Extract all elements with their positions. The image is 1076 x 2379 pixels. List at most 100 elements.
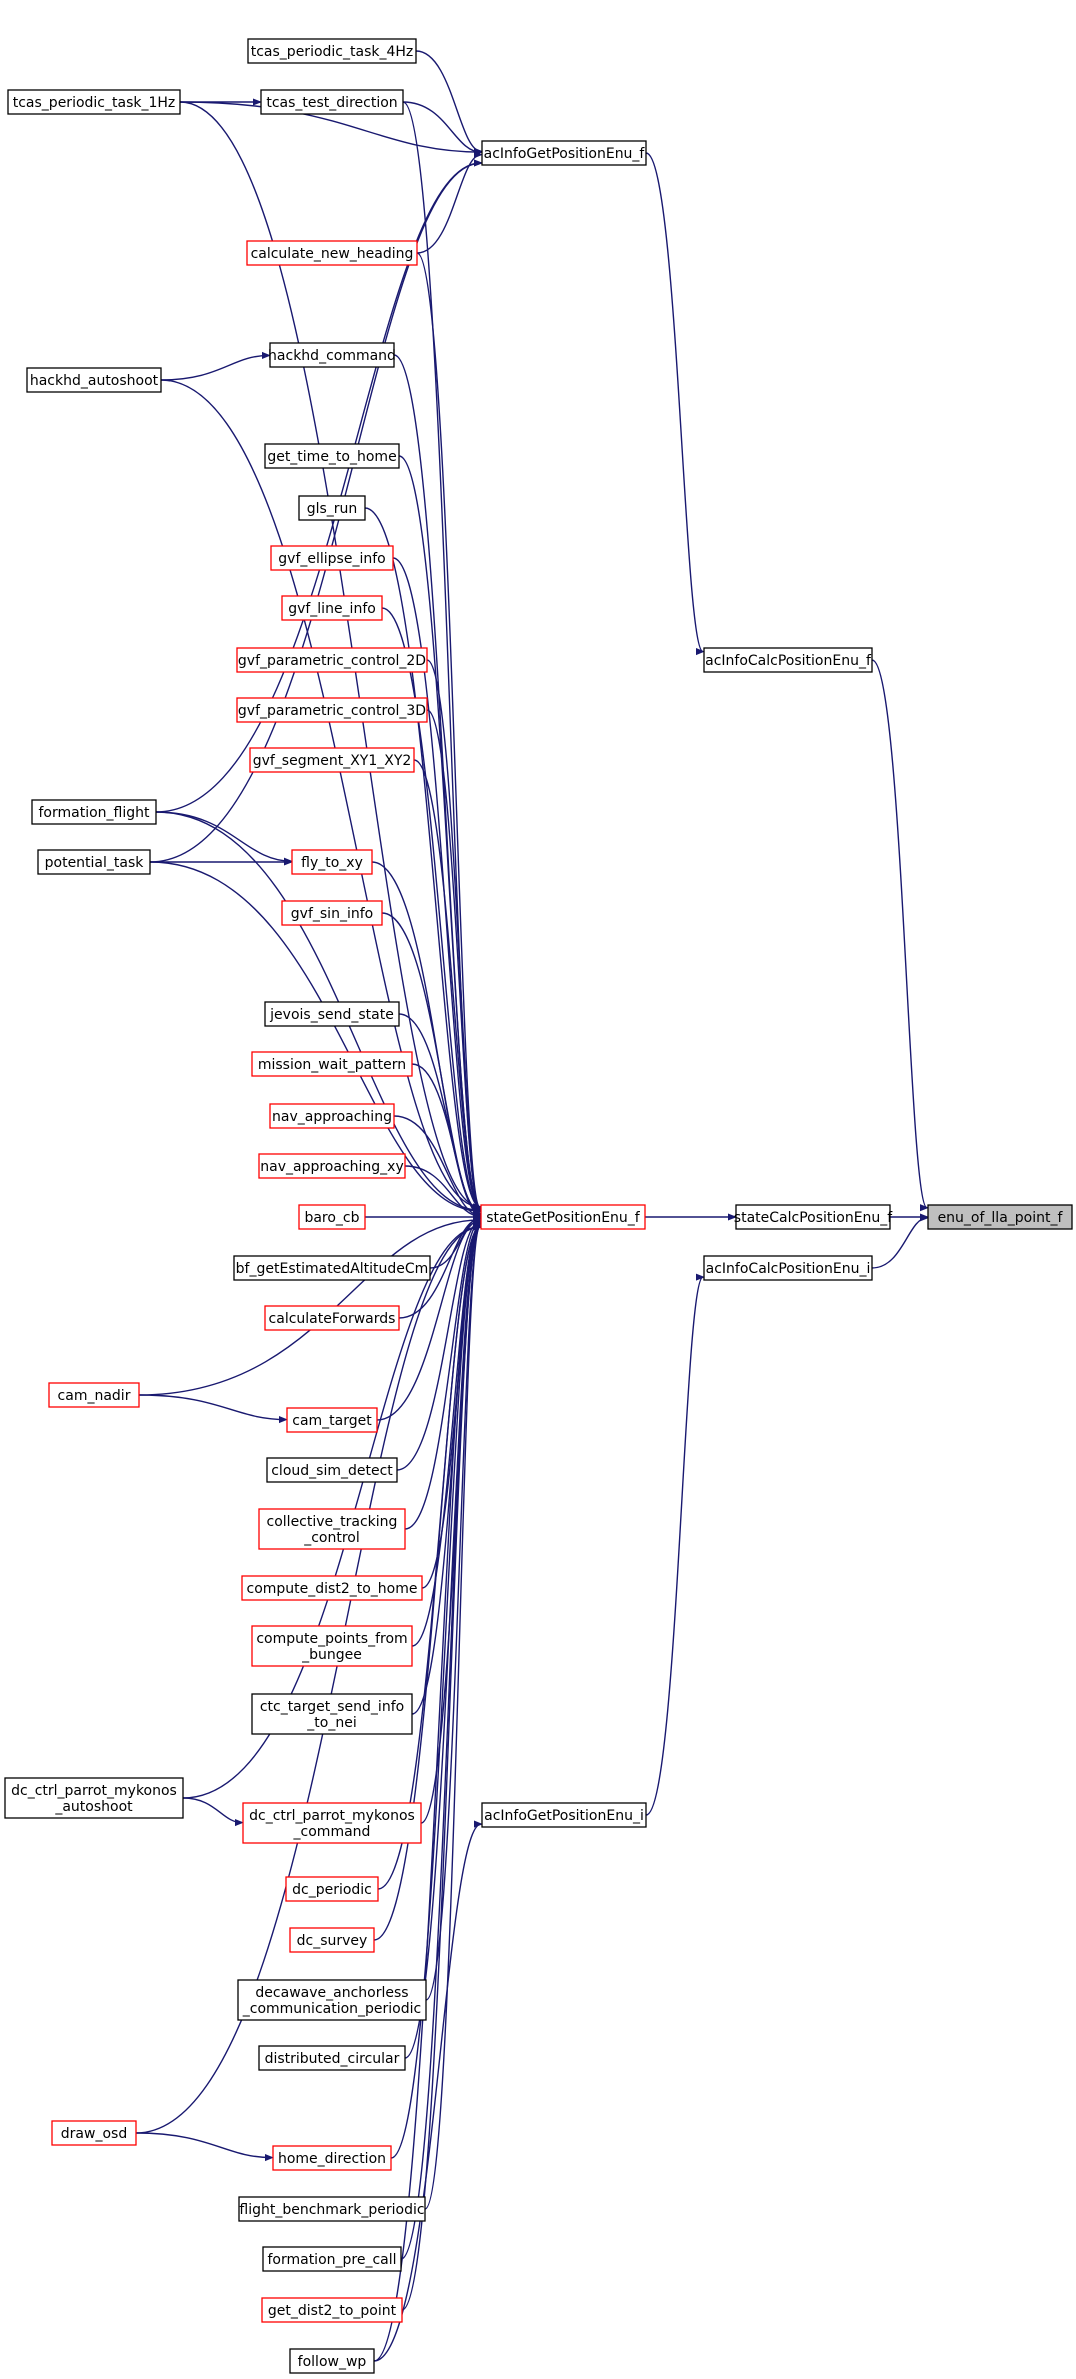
node-box	[31, 799, 157, 825]
node-label: home_direction	[278, 2151, 386, 2167]
node-label: jevois_send_state	[269, 1007, 394, 1023]
node-label: flight_benchmark_periodic	[239, 2202, 424, 2218]
node-label: compute_dist2_to_home	[247, 1581, 418, 1597]
node-gvf-parametric-control-2D[interactable]: gvf_parametric_control_2D	[236, 647, 428, 673]
node-calculateForwards[interactable]: calculateForwards	[264, 1305, 400, 1331]
edge-collective_tracking_control-to-stateGetPositionEnu_f	[404, 1222, 480, 1530]
node-box	[4, 1777, 184, 1819]
node-nav-approaching-xy[interactable]: nav_approaching_xy	[258, 1153, 406, 1179]
node-draw-osd[interactable]: draw_osd	[51, 2120, 137, 2146]
node-fly-to-xy[interactable]: fly_to_xy	[291, 849, 373, 875]
node-label: formation_flight	[39, 805, 151, 821]
node-hackhd-autoshoot[interactable]: hackhd_autoshoot	[26, 367, 162, 393]
edge-acInfoGetPositionEnu_f-to-acInfoCalcPositionEnu_f	[645, 152, 703, 652]
node-hackhd-command[interactable]: hackhd_command	[268, 342, 396, 368]
node-dc-survey[interactable]: dc_survey	[289, 1927, 375, 1953]
node-label: _bungee	[301, 1647, 362, 1663]
node-label: gvf_parametric_control_3D	[238, 703, 426, 719]
node-bf-getEstimatedAltitudeCm[interactable]: bf_getEstimatedAltitudeCm	[233, 1255, 431, 1281]
node-label: fly_to_xy	[301, 855, 363, 871]
node-label: _to_nei	[306, 1715, 356, 1731]
node-box	[289, 2348, 375, 2374]
edge-get_dist2_to_point-to-stateGetPositionEnu_f	[401, 1227, 480, 2311]
node-nav-approaching[interactable]: nav_approaching	[269, 1103, 395, 1129]
node-label: cam_nadir	[58, 1388, 131, 1404]
node-collective-tracking-control[interactable]: collective_tracking_control	[258, 1508, 406, 1550]
node-gvf-segment-XY1-XY2[interactable]: gvf_segment_XY1_XY2	[249, 747, 415, 773]
node-tcas-periodic-task-1Hz[interactable]: tcas_periodic_task_1Hz	[7, 89, 181, 115]
node-box	[242, 1802, 422, 1844]
node-distributed-circular[interactable]: distributed_circular	[258, 2045, 406, 2071]
node-calculate-new-heading[interactable]: calculate_new_heading	[246, 240, 418, 266]
edge-mission_wait_pattern-to-stateGetPositionEnu_f	[411, 1063, 480, 1214]
node-potential-task[interactable]: potential_task	[37, 849, 151, 875]
node-acInfoGetPositionEnu-i[interactable]: acInfoGetPositionEnu_i	[481, 1802, 647, 1828]
node-acInfoCalcPositionEnu-f[interactable]: acInfoCalcPositionEnu_f	[703, 647, 873, 673]
node-gvf-line-info[interactable]: gvf_line_info	[281, 595, 383, 621]
node-label: hackhd_command	[268, 348, 396, 364]
node-label: gvf_line_info	[288, 601, 376, 617]
node-mission-wait-pattern[interactable]: mission_wait_pattern	[251, 1051, 413, 1077]
edge-gvf_segment_XY1_XY2-to-stateGetPositionEnu_f	[413, 759, 480, 1209]
node-label: bf_getEstimatedAltitudeCm	[236, 1261, 429, 1277]
node-enu-of-lla-point-f[interactable]: enu_of_lla_point_f	[927, 1204, 1073, 1230]
node-gvf-ellipse-info[interactable]: gvf_ellipse_info	[270, 545, 394, 571]
node-cloud-sim-detect[interactable]: cloud_sim_detect	[266, 1457, 398, 1483]
node-label: gls_run	[307, 501, 358, 517]
node-box	[258, 1153, 406, 1179]
node-box	[251, 1051, 413, 1077]
node-box	[48, 1382, 140, 1408]
node-box	[7, 89, 181, 115]
node-tcas-periodic-task-4Hz[interactable]: tcas_periodic_task_4Hz	[247, 38, 417, 64]
node-compute-dist2-to-home[interactable]: compute_dist2_to_home	[241, 1575, 423, 1601]
node-label: draw_osd	[61, 2126, 127, 2142]
node-tcas-test-direction[interactable]: tcas_test_direction	[260, 89, 404, 115]
node-label: dc_ctrl_parrot_mykonos	[249, 1808, 415, 1824]
node-label: _communication_periodic	[242, 2001, 421, 2017]
node-compute-points-from-bungee[interactable]: compute_points_from_bungee	[251, 1625, 413, 1667]
node-label: follow_wp	[298, 2354, 367, 2370]
node-label: tcas_periodic_task_4Hz	[251, 44, 414, 60]
node-box	[269, 342, 395, 368]
node-gls-run[interactable]: gls_run	[298, 495, 366, 521]
node-label: dc_survey	[297, 1933, 368, 1949]
node-label: mission_wait_pattern	[258, 1057, 406, 1073]
node-decawave-anchorless-communication-periodic[interactable]: decawave_anchorless_communication_period…	[237, 1979, 427, 2021]
node-get-dist2-to-point[interactable]: get_dist2_to_point	[261, 2297, 403, 2323]
node-box	[264, 1305, 400, 1331]
node-dc-ctrl-parrot-mykonos-command[interactable]: dc_ctrl_parrot_mykonos_command	[242, 1802, 422, 1844]
node-baro-cb[interactable]: baro_cb	[298, 1204, 366, 1230]
node-box	[264, 443, 400, 469]
node-home-direction[interactable]: home_direction	[272, 2145, 392, 2171]
node-jevois-send-state[interactable]: jevois_send_state	[264, 1001, 400, 1027]
node-label: tcas_periodic_task_1Hz	[13, 95, 176, 111]
node-dc-ctrl-parrot-mykonos-autoshoot[interactable]: dc_ctrl_parrot_mykonos_autoshoot	[4, 1777, 184, 1819]
node-gvf-parametric-control-3D[interactable]: gvf_parametric_control_3D	[236, 697, 428, 723]
node-gvf-sin-info[interactable]: gvf_sin_info	[281, 900, 383, 926]
node-stateCalcPositionEnu-f[interactable]: stateCalcPositionEnu_f	[734, 1204, 894, 1230]
node-formation-flight[interactable]: formation_flight	[31, 799, 157, 825]
node-box	[260, 89, 404, 115]
node-label: acInfoCalcPositionEnu_i	[706, 1261, 871, 1277]
node-formation-pre-call[interactable]: formation_pre_call	[262, 2246, 402, 2272]
edge-home_direction-to-stateGetPositionEnu_f	[390, 1227, 480, 2159]
node-label: potential_task	[45, 855, 145, 871]
node-acInfoGetPositionEnu-f[interactable]: acInfoGetPositionEnu_f	[481, 140, 647, 166]
node-stateGetPositionEnu-f[interactable]: stateGetPositionEnu_f	[480, 1204, 646, 1230]
node-flight-benchmark-periodic[interactable]: flight_benchmark_periodic	[238, 2196, 426, 2222]
edge-nav_approaching-to-stateGetPositionEnu_f	[393, 1115, 480, 1215]
node-ctc-target-send-info-to-nei[interactable]: ctc_target_send_info_to_nei	[251, 1693, 413, 1735]
node-follow-wp[interactable]: follow_wp	[289, 2348, 375, 2374]
node-acInfoCalcPositionEnu-i[interactable]: acInfoCalcPositionEnu_i	[703, 1255, 873, 1281]
node-box	[481, 1802, 647, 1828]
node-cam-nadir[interactable]: cam_nadir	[48, 1382, 140, 1408]
node-box	[281, 900, 383, 926]
node-box	[286, 1407, 378, 1433]
node-label: _control	[303, 1530, 360, 1546]
node-box	[236, 697, 428, 723]
node-get-time-to-home[interactable]: get_time_to_home	[264, 443, 400, 469]
node-label: formation_pre_call	[267, 2252, 396, 2268]
node-cam-target[interactable]: cam_target	[286, 1407, 378, 1433]
node-dc-periodic[interactable]: dc_periodic	[285, 1876, 379, 1902]
